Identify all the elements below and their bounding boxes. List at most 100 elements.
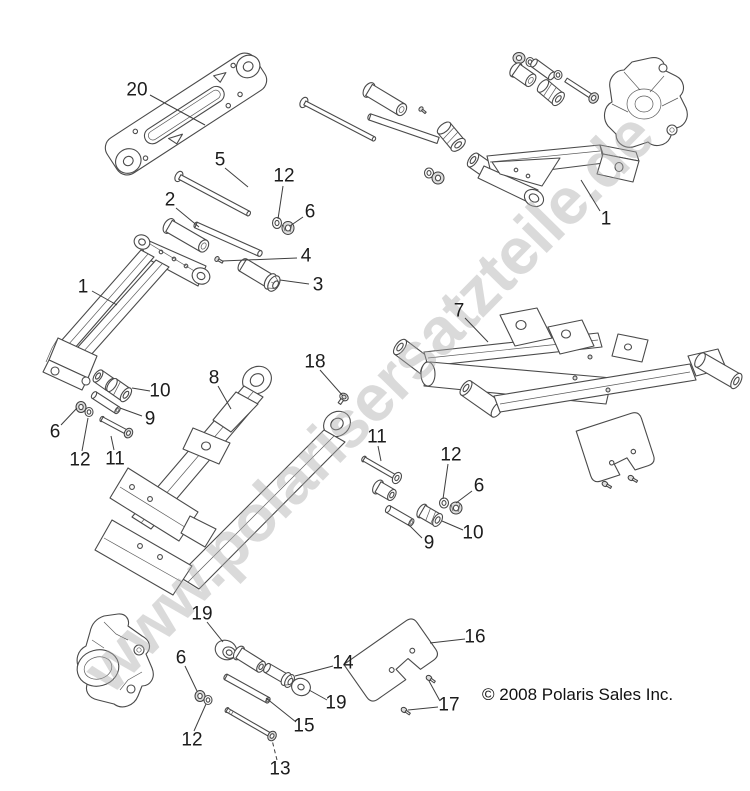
callout-leader-19 xyxy=(206,621,224,643)
callout-leader-1 xyxy=(91,290,118,306)
callout-label-15: 15 xyxy=(293,716,314,737)
callout-leader-2 xyxy=(175,207,200,228)
callout-leader-17 xyxy=(407,706,439,711)
callout-leader-10 xyxy=(131,387,151,392)
callout-label-6: 6 xyxy=(176,648,187,669)
part-screw-top xyxy=(418,106,427,115)
callout-label-9: 9 xyxy=(145,409,156,430)
callout-label-9: 9 xyxy=(424,533,435,554)
callout-label-5: 5 xyxy=(215,150,226,171)
callout-leader-7 xyxy=(464,317,489,343)
callout-label-14: 14 xyxy=(332,653,354,674)
part-9-spacer-right xyxy=(384,505,415,527)
callout-label-19: 19 xyxy=(325,693,346,714)
part-ribbed-cap-top xyxy=(436,121,466,152)
callout-leader-6 xyxy=(455,490,473,504)
callout-label-16: 16 xyxy=(464,627,485,648)
part-9-spacer-left xyxy=(90,391,121,415)
part-12-washer-left xyxy=(75,401,94,418)
callout-leader-11 xyxy=(110,435,115,451)
part-bushing-right-upper xyxy=(372,479,397,502)
part-hardware-top-right xyxy=(509,52,599,107)
callout-label-8: 8 xyxy=(209,368,220,389)
callout-leader-5 xyxy=(224,167,249,188)
callout-label-11: 11 xyxy=(367,427,387,448)
part-17-screw-a xyxy=(425,674,436,684)
callout-leader-6 xyxy=(184,665,198,692)
hub-carrier-bottom-left xyxy=(76,613,154,708)
part-12-washer-bottom xyxy=(194,690,213,706)
part-12-washer-right xyxy=(438,497,450,509)
callout-leader-11 xyxy=(377,445,382,462)
callout-leader-8 xyxy=(217,385,232,410)
callout-label-19: 19 xyxy=(191,604,212,625)
callout-label-6: 6 xyxy=(474,476,485,497)
part-2-bushing-sleeve xyxy=(162,218,210,253)
callout-label-13: 13 xyxy=(269,759,290,780)
part-4-screw xyxy=(214,256,224,264)
part-16-guard-plate xyxy=(343,618,439,702)
callout-leader-3 xyxy=(279,279,310,285)
callout-leader-18 xyxy=(319,369,344,397)
part-14-sleeve xyxy=(263,662,295,688)
callout-label-10: 10 xyxy=(149,381,170,402)
part-3-bushing xyxy=(237,258,281,292)
callout-leader-9 xyxy=(119,407,143,417)
callout-leader-19 xyxy=(308,689,328,701)
callout-leader-9 xyxy=(407,523,423,539)
callout-label-7: 7 xyxy=(454,301,465,322)
part-17-screw-b xyxy=(400,706,411,716)
callout-label-12: 12 xyxy=(181,730,202,751)
copyright-text: © 2008 Polaris Sales Inc. xyxy=(482,685,673,704)
part-7-swingarm-weldment xyxy=(392,307,743,418)
part-8-control-arm-weldment xyxy=(94,365,351,596)
callout-label-11: 11 xyxy=(105,449,125,470)
part-11-bolt-right xyxy=(361,455,403,485)
callout-label-17: 17 xyxy=(438,695,459,716)
callout-leader-10 xyxy=(441,520,464,531)
callout-leader-12 xyxy=(442,463,449,500)
callout-leader-17 xyxy=(428,680,441,702)
callout-label-2: 2 xyxy=(165,190,176,211)
callout-leader-12 xyxy=(193,703,207,732)
callout-leader-12 xyxy=(277,185,284,220)
callout-label-12: 12 xyxy=(273,166,294,187)
callout-leader-16 xyxy=(429,638,466,644)
callout-label-1: 1 xyxy=(78,277,89,298)
callout-label-1: 1 xyxy=(601,209,612,230)
callout-label-3: 3 xyxy=(313,275,324,296)
callout-label-4: 4 xyxy=(301,246,312,267)
part-bushing-tube-bottom xyxy=(232,645,266,673)
callout-label-10: 10 xyxy=(462,523,483,544)
part-5-pivot-bolt xyxy=(174,170,252,217)
part-12-washer-top xyxy=(271,216,283,230)
watermark-text: www.polarisersatzteile.de xyxy=(68,98,668,707)
callout-label-6: 6 xyxy=(50,422,61,443)
callout-leader-4 xyxy=(221,257,298,262)
callout-leader-6 xyxy=(60,407,78,426)
part-1-control-arm-left xyxy=(42,234,211,391)
part-6-nut-right xyxy=(449,501,463,515)
callout-label-6: 6 xyxy=(305,202,316,223)
callout-label-12: 12 xyxy=(69,450,90,471)
callout-label-12: 12 xyxy=(440,445,461,466)
callout-leader-13 xyxy=(271,739,278,761)
callout-leader-6 xyxy=(289,216,304,227)
callout-leader-1 xyxy=(580,179,601,212)
part-sleeve-top xyxy=(362,82,408,117)
callout-leader-15 xyxy=(265,697,297,723)
part-shaft-top xyxy=(367,113,440,145)
callout-label-20: 20 xyxy=(126,80,147,101)
callout-label-18: 18 xyxy=(304,352,325,373)
callout-leader-14 xyxy=(294,665,334,677)
part-13-bolt xyxy=(224,707,277,742)
part-1-control-arm-right xyxy=(466,144,640,208)
part-6-nut-top xyxy=(281,221,295,235)
knuckle-carrier-right xyxy=(603,57,688,148)
callout-leader-20 xyxy=(149,94,206,126)
part-bolt-long-top xyxy=(299,96,377,142)
part-15-tube xyxy=(223,673,271,704)
